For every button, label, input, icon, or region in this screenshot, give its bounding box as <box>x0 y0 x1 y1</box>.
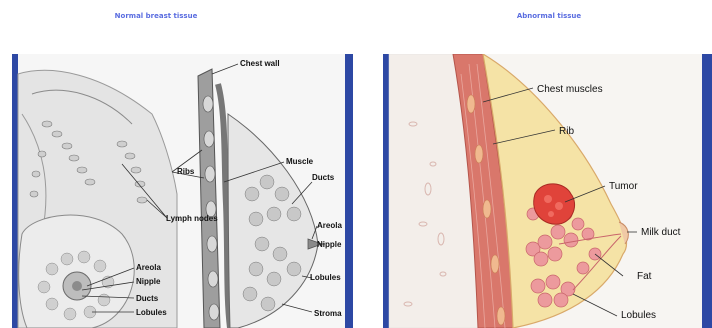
label-lobules-front: Lobules <box>136 308 167 317</box>
label-chest-wall: Chest wall <box>240 59 280 68</box>
abnormal-tissue-diagram: Chest muscles Rib Tumor Milk duct Fat Lo… <box>383 54 712 328</box>
label-fat: Fat <box>637 271 652 282</box>
label-nipple-side: Nipple <box>317 240 342 249</box>
label-ducts-side: Ducts <box>312 173 335 182</box>
abnormal-tissue-illustration: Chest muscles Rib Tumor Milk duct Fat Lo… <box>383 54 712 328</box>
label-areola-front: Areola <box>136 263 161 272</box>
front-nipple <box>72 281 82 291</box>
normal-breast-diagram: Chest wall Ribs Muscle Lymph nodes Ducts… <box>12 54 353 328</box>
label-rib: Rib <box>559 126 574 137</box>
label-nipple-front: Nipple <box>136 277 161 286</box>
label-areola-side: Areola <box>317 221 342 230</box>
normal-breast-illustration: Chest wall Ribs Muscle Lymph nodes Ducts… <box>12 54 353 328</box>
tumor-mass <box>534 184 575 224</box>
label-ribs: Ribs <box>177 167 195 176</box>
left-frame-bar <box>12 54 18 328</box>
caption-normal-breast-tissue: Normal breast tissue <box>56 12 256 20</box>
abnormal-right-frame-bar <box>702 54 712 328</box>
label-ducts-front: Ducts <box>136 294 159 303</box>
abnormal-left-frame-bar <box>383 54 389 328</box>
label-chest-muscles: Chest muscles <box>537 84 603 95</box>
label-tumor: Tumor <box>609 181 638 192</box>
label-stroma: Stroma <box>314 309 342 318</box>
label-milk-duct: Milk duct <box>641 227 681 238</box>
label-muscle: Muscle <box>286 157 314 166</box>
right-frame-bar <box>345 54 353 328</box>
label-lobules-side: Lobules <box>310 273 341 282</box>
label-lymph-nodes: Lymph nodes <box>166 214 218 223</box>
caption-abnormal-tissue: Abnormal tissue <box>449 12 649 20</box>
label-lobules: Lobules <box>621 310 656 321</box>
